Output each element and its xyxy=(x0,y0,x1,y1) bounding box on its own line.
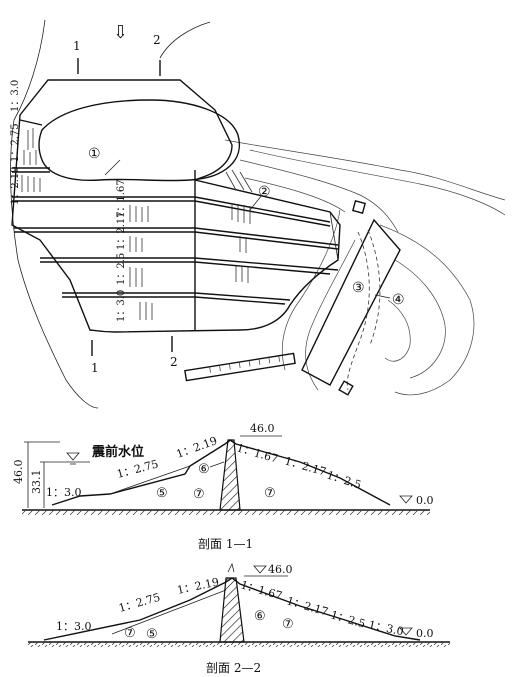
plan-zone-4: ④ xyxy=(392,292,405,308)
s1-zone-5: ⑤ xyxy=(156,486,168,501)
plan-terrain-top xyxy=(159,21,211,59)
s2-top-marker xyxy=(227,562,235,573)
plan-contour-e xyxy=(384,299,411,362)
plan-terrain-left xyxy=(10,19,99,409)
s2-slope-up-1: 1：3.0 xyxy=(56,620,92,633)
section1: 46.0 33.1 震前水位 46.0 0.0 1：3.0 1：2.75 1：2… xyxy=(12,422,434,515)
plan-slope-ticks xyxy=(21,128,253,320)
plan-slope-left-3: 1：3.0 xyxy=(10,80,21,112)
s2-zone-6: ⑥ xyxy=(254,609,266,624)
s1-water-marker-icon xyxy=(66,452,80,461)
plan-zone-3: ③ xyxy=(352,280,365,296)
s1-height-water: 33.1 xyxy=(30,470,43,495)
plan-zone1-outline xyxy=(38,99,241,182)
s1-zone-7a: ⑦ xyxy=(193,487,205,502)
s2-base-elev: 0.0 xyxy=(416,627,434,640)
plan-slope-c-217: 1：2.17 xyxy=(116,211,127,250)
s1-slope-down-2: 1：2.17 xyxy=(283,454,327,478)
section1-caption: 剖面 1—1 xyxy=(198,537,253,551)
plan-contour-g xyxy=(305,239,356,391)
s2-crest-marker-icon xyxy=(253,565,267,574)
s2-slope-up-3: 1：2.19 xyxy=(176,575,220,597)
s1-base-elev: 0.0 xyxy=(416,494,434,507)
s1-slope-down-3: 1：2.5 xyxy=(325,468,363,491)
plan-contour-a xyxy=(224,139,506,201)
section2: 46.0 0.0 1：3.0 1：2.75 1：2.19 1：1.67 1：2.… xyxy=(28,562,450,647)
s1-slope-up-1: 1：3.0 xyxy=(46,486,82,499)
plan-contour-h xyxy=(244,177,346,213)
plan-mark-2-bot: 2 xyxy=(170,355,178,369)
plan-spillway-channel xyxy=(301,218,401,386)
s2-zone-7a: ⑦ xyxy=(124,626,136,641)
s1-zone-6: ⑥ xyxy=(198,462,210,477)
plan-zone-1: ① xyxy=(88,146,101,162)
s2-crest-elev: 46.0 xyxy=(268,563,293,576)
plan-axis-right xyxy=(329,211,339,261)
s1-height-total: 46.0 xyxy=(12,460,25,485)
s1-base-marker-icon xyxy=(399,495,413,504)
s1-slope-down-1: 1：1.67 xyxy=(235,441,279,465)
plan-slope-c-25: 1：2.5 xyxy=(116,253,127,285)
flow-arrow-icon: ⇩ xyxy=(113,22,128,43)
s2-slope-up-2: 1：2.75 xyxy=(117,591,161,615)
s2-slope-down-2: 1：2.17 xyxy=(285,594,329,618)
plan-berms xyxy=(12,119,339,305)
plan-contour-f xyxy=(281,209,341,371)
s1-water-label: 震前水位 xyxy=(91,444,144,460)
s2-zone-5: ⑤ xyxy=(146,627,158,642)
plan-slope-c-167: 1：1.67 xyxy=(116,179,127,218)
s1-inner-line xyxy=(109,465,191,495)
s2-core-wall xyxy=(219,577,245,643)
s1-core-wall xyxy=(219,439,241,511)
plan-scale-bar-ticks xyxy=(209,355,281,373)
s1-crest-elev: 46.0 xyxy=(250,422,275,435)
plan-slope-left-275: 1：2.75 xyxy=(10,123,21,162)
plan-mark-2-top: 2 xyxy=(153,33,161,47)
plan-contour-c xyxy=(379,224,475,396)
plan-slope-c-30: 1：3.0 xyxy=(116,290,127,322)
s2-ground-hatch xyxy=(28,642,450,647)
plan-intake-box xyxy=(352,200,366,214)
plan-view: ⇩ 1 2 1 2 1：3.0 1：2.75 1：2.19 1：1.67 1：2… xyxy=(10,19,506,409)
s2-zone-7b: ⑦ xyxy=(282,617,294,632)
plan-spillway-centerline xyxy=(346,231,370,391)
s2-slope-down-1: 1：1.67 xyxy=(239,578,283,602)
plan-dam-outline xyxy=(11,79,341,333)
s2-slope-down-4: 1：3.0 xyxy=(367,618,404,638)
plan-zone-2: ② xyxy=(258,184,271,200)
s1-slope-up-3: 1：2.19 xyxy=(175,434,219,461)
s1-dam-profile xyxy=(51,439,391,506)
s1-slope-up-2: 1：2.75 xyxy=(115,457,159,481)
plan-outlet-box xyxy=(338,380,354,396)
s1-zone-7b: ⑦ xyxy=(264,486,276,501)
s1-ground-hatch xyxy=(22,510,430,515)
plan-mark-1-bot: 1 xyxy=(91,361,99,375)
plan-contour-d xyxy=(394,259,446,379)
plan-slope-left-219: 1：2.19 xyxy=(10,166,21,205)
section2-caption: 剖面 2—2 xyxy=(206,661,261,675)
s2-slope-down-3: 1：2.5 xyxy=(329,608,367,630)
plan-contour-b xyxy=(239,159,399,233)
plan-mark-1-top: 1 xyxy=(73,39,81,53)
s2-base-marker-icon xyxy=(399,627,413,636)
plan-spillway-side xyxy=(367,229,381,346)
s2-inner-line xyxy=(111,589,227,635)
plan-contour-i xyxy=(249,149,506,216)
